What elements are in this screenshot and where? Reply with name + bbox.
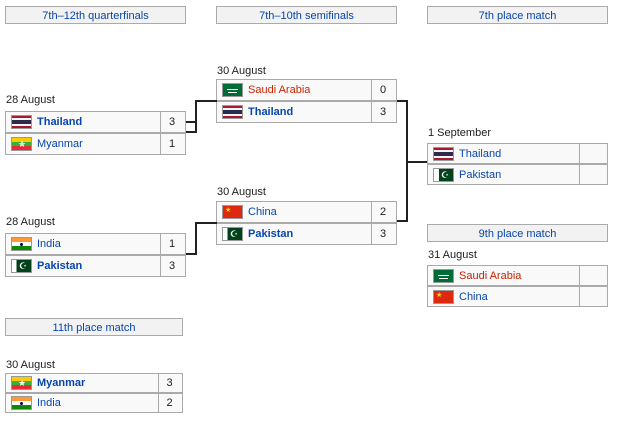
team-row: ★ China [427,286,608,307]
team-cell: ★ China [217,202,372,222]
score-cell: 3 [166,377,173,389]
match-date: 28 August [6,216,55,228]
team-row: Saudi Arabia [427,265,608,286]
match-date: 30 August [217,186,266,198]
match-date: 31 August [428,249,477,261]
team-row: Thailand [427,143,608,164]
team-name-link[interactable]: Pakistan [37,260,83,272]
team-name-link[interactable]: Myanmar [37,138,83,150]
team-name-link[interactable]: Pakistan [459,168,502,181]
team-cell: ★ Myanmar [6,374,159,392]
saudi-arabia-flag-icon [222,83,243,97]
score-cell: 0 [379,84,387,96]
india-flag-icon [11,237,32,251]
team-cell: Thailand [428,144,580,163]
team-cell: ★ China [428,287,580,306]
score-cell: 1 [168,238,176,250]
team-cell: Thailand [217,102,372,122]
pakistan-flag-icon: ☪ [433,167,454,182]
myanmar-flag-icon: ★ [11,376,32,390]
team-cell: Thailand [6,112,161,132]
team-name-link[interactable]: Myanmar [37,377,86,389]
team-cell: Saudi Arabia [428,266,580,285]
bracket-line [195,222,217,224]
team-cell: India [6,394,159,412]
pakistan-flag-icon: ☪ [222,227,243,241]
score-cell [578,287,607,306]
score-cell: 3 [168,260,176,272]
header-semifinals[interactable]: 7th–10th semifinals [216,6,397,24]
header-7th-place[interactable]: 7th place match [427,6,608,24]
team-cell: ☪ Pakistan [428,165,580,184]
score-cell: 2 [166,397,173,409]
score-cell: 3 [379,106,387,118]
myanmar-flag-icon: ★ [11,137,32,151]
bracket-line [397,100,408,102]
team-row: Thailand 3 [5,111,186,133]
bracket-line [195,100,197,132]
team-name-link[interactable]: Thailand [248,106,294,118]
score-cell: 3 [168,116,176,128]
thailand-flag-icon [222,105,243,119]
team-cell: ☪ Pakistan [6,256,161,276]
team-row: Thailand 3 [216,101,397,123]
team-row: ★ Myanmar 1 [5,133,186,155]
header-quarterfinals[interactable]: 7th–12th quarterfinals [5,6,186,24]
team-name-link[interactable]: India [37,238,61,250]
team-name-link[interactable]: India [37,397,61,409]
team-cell: India [6,234,161,254]
team-cell: ★ Myanmar [6,134,161,154]
team-row: India 2 [5,393,183,413]
china-flag-icon: ★ [433,289,454,304]
team-row: ★ Myanmar 3 [5,373,183,393]
header-11th-place[interactable]: 11th place match [5,318,183,336]
team-cell: ☪ Pakistan [217,224,372,244]
bracket-line [406,161,427,163]
score-cell [578,165,607,184]
header-9th-place[interactable]: 9th place match [427,224,608,242]
team-row: India 1 [5,233,186,255]
match-date: 30 August [217,65,266,77]
team-row: ★ China 2 [216,201,397,223]
india-flag-icon [11,396,32,410]
bracket-line [186,121,197,123]
team-cell: Saudi Arabia [217,80,372,100]
bracket-line [397,220,408,222]
bracket-line [186,253,197,255]
team-name-link[interactable]: Saudi Arabia [248,84,311,96]
team-name-link[interactable]: Pakistan [248,228,294,240]
thailand-flag-icon [11,115,32,129]
thailand-flag-icon [433,146,454,161]
team-name-link[interactable]: Thailand [37,116,83,128]
team-name-link[interactable]: China [248,206,277,218]
bracket-line [186,131,197,133]
team-row: ☪ Pakistan [427,164,608,185]
saudi-arabia-flag-icon [433,268,454,283]
match-date: 28 August [6,94,55,106]
score-cell: 1 [168,138,176,150]
match-date: 30 August [6,359,55,371]
team-row: Saudi Arabia 0 [216,79,397,101]
score-cell: 2 [379,206,387,218]
bracket-line [195,222,197,255]
team-name-link[interactable]: China [459,290,488,303]
pakistan-flag-icon: ☪ [11,259,32,273]
score-cell: 3 [379,228,387,240]
team-row: ☪ Pakistan 3 [216,223,397,245]
score-cell [578,144,607,163]
bracket-line [195,100,217,102]
team-name-link[interactable]: Thailand [459,147,502,160]
score-cell [578,266,607,285]
team-name-link[interactable]: Saudi Arabia [459,269,522,282]
match-date: 1 September [428,127,491,139]
team-row: ☪ Pakistan 3 [5,255,186,277]
china-flag-icon: ★ [222,205,243,219]
